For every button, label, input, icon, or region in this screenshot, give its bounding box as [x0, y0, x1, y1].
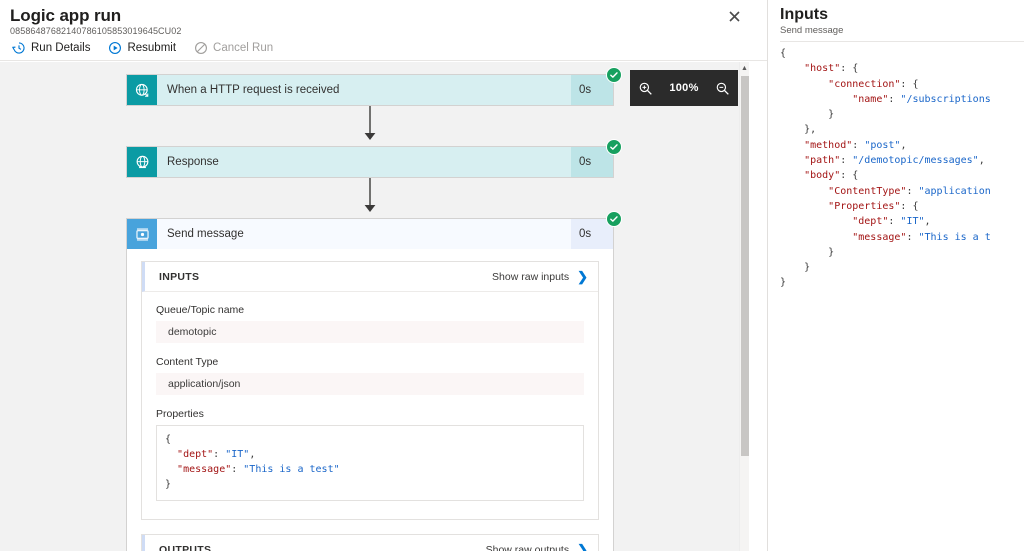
- panel-header: Inputs Send message: [768, 0, 1024, 42]
- workflow-node-response[interactable]: Response 0s: [126, 139, 622, 178]
- node-details-body: INPUTS Show raw inputs ❯ Queue/Topic nam…: [127, 249, 613, 551]
- properties-json-view: { "dept": "IT", "message": "This is a te…: [156, 425, 584, 501]
- inputs-card: INPUTS Show raw inputs ❯ Queue/Topic nam…: [141, 261, 599, 520]
- run-details-button[interactable]: Run Details: [4, 37, 98, 59]
- workflow-graph: When a HTTP request is received 0s: [126, 67, 622, 551]
- content-type-label: Content Type: [156, 356, 219, 368]
- history-clock-icon: [11, 41, 26, 55]
- resubmit-button[interactable]: Resubmit: [100, 37, 184, 59]
- status-success-icon: [606, 67, 622, 83]
- http-request-trigger-icon: [127, 75, 157, 105]
- raw-inputs-json-viewer[interactable]: { "host": { "connection": { "name": "/su…: [778, 42, 1024, 551]
- properties-label: Properties: [156, 408, 204, 420]
- chevron-right-icon: ❯: [577, 269, 588, 284]
- outputs-card-title: OUTPUTS: [159, 543, 212, 551]
- connector-arrow: [126, 178, 614, 218]
- zoom-control: 100%: [630, 70, 738, 106]
- workflow-node-send-message[interactable]: Send message 0s INPUTS: [126, 211, 622, 551]
- run-id-subtitle: 08586487682140786105853019645CU02: [10, 26, 182, 36]
- workflow-canvas[interactable]: When a HTTP request is received 0s: [0, 62, 740, 551]
- service-bus-send-message-icon: [127, 219, 157, 249]
- node-header[interactable]: Send message 0s: [127, 219, 613, 249]
- node-header: Response 0s: [127, 147, 613, 177]
- panel-divider: [780, 41, 1024, 42]
- cancel-circle-icon: [194, 41, 208, 55]
- status-success-icon: [606, 211, 622, 227]
- cancel-run-button: Cancel Run: [186, 37, 281, 59]
- inputs-card-body: Queue/Topic name demotopic Content Type …: [142, 292, 598, 519]
- node-duration: 0s: [571, 147, 613, 177]
- http-response-icon: [127, 147, 157, 177]
- inputs-card-title: INPUTS: [159, 270, 200, 283]
- show-raw-inputs-link[interactable]: Show raw inputs ❯: [492, 270, 588, 283]
- status-success-icon: [606, 139, 622, 155]
- node-duration: 0s: [571, 75, 613, 105]
- raw-inputs-json-content: { "host": { "connection": { "name": "/su…: [780, 48, 991, 289]
- cancel-run-label: Cancel Run: [213, 42, 274, 54]
- workflow-node-http-trigger[interactable]: When a HTTP request is received 0s: [126, 67, 622, 106]
- magnifier-plus-icon[interactable]: [638, 81, 653, 96]
- command-bar: Run Details Resubmit C: [0, 36, 767, 61]
- queue-topic-name-value: demotopic: [156, 321, 584, 343]
- node-header: When a HTTP request is received 0s: [127, 75, 613, 105]
- show-raw-inputs-label: Show raw inputs: [492, 270, 570, 283]
- show-raw-outputs-link[interactable]: Show raw outputs ❯: [486, 543, 588, 551]
- run-details-label: Run Details: [31, 42, 91, 54]
- scroll-up-arrow-icon[interactable]: ▲: [741, 64, 748, 72]
- chevron-right-icon: ❯: [577, 542, 588, 551]
- close-icon[interactable]: [721, 3, 747, 29]
- scrollbar-thumb[interactable]: [741, 76, 749, 456]
- outputs-card-header: OUTPUTS Show raw outputs ❯: [142, 535, 598, 551]
- outputs-card: OUTPUTS Show raw outputs ❯ Status code: [141, 534, 599, 551]
- show-raw-outputs-label: Show raw outputs: [485, 543, 570, 551]
- panel-subtitle: Send message: [780, 25, 844, 36]
- magnifier-minus-icon[interactable]: [715, 81, 730, 96]
- connector-arrow: [126, 106, 614, 146]
- logic-app-run-blade: Logic app run 08586487682140786105853019…: [0, 0, 768, 551]
- node-title: Response: [157, 147, 571, 177]
- node-title: Send message: [157, 219, 571, 249]
- panel-title: Inputs: [780, 6, 828, 23]
- page-title: Logic app run: [10, 6, 122, 25]
- blade-header: Logic app run 08586487682140786105853019…: [0, 0, 767, 36]
- resubmit-label: Resubmit: [127, 42, 177, 54]
- node-title: When a HTTP request is received: [157, 75, 571, 105]
- canvas-vertical-scrollbar[interactable]: ▲: [739, 62, 749, 551]
- play-circle-icon: [108, 41, 122, 55]
- inputs-card-header: INPUTS Show raw inputs ❯: [142, 262, 598, 292]
- node-duration: 0s: [571, 219, 613, 249]
- zoom-level-label: 100%: [669, 82, 699, 94]
- content-type-value: application/json: [156, 373, 584, 395]
- inputs-detail-panel: Inputs Send message { "host": { "connect…: [768, 0, 1024, 551]
- queue-topic-name-label: Queue/Topic name: [156, 304, 245, 316]
